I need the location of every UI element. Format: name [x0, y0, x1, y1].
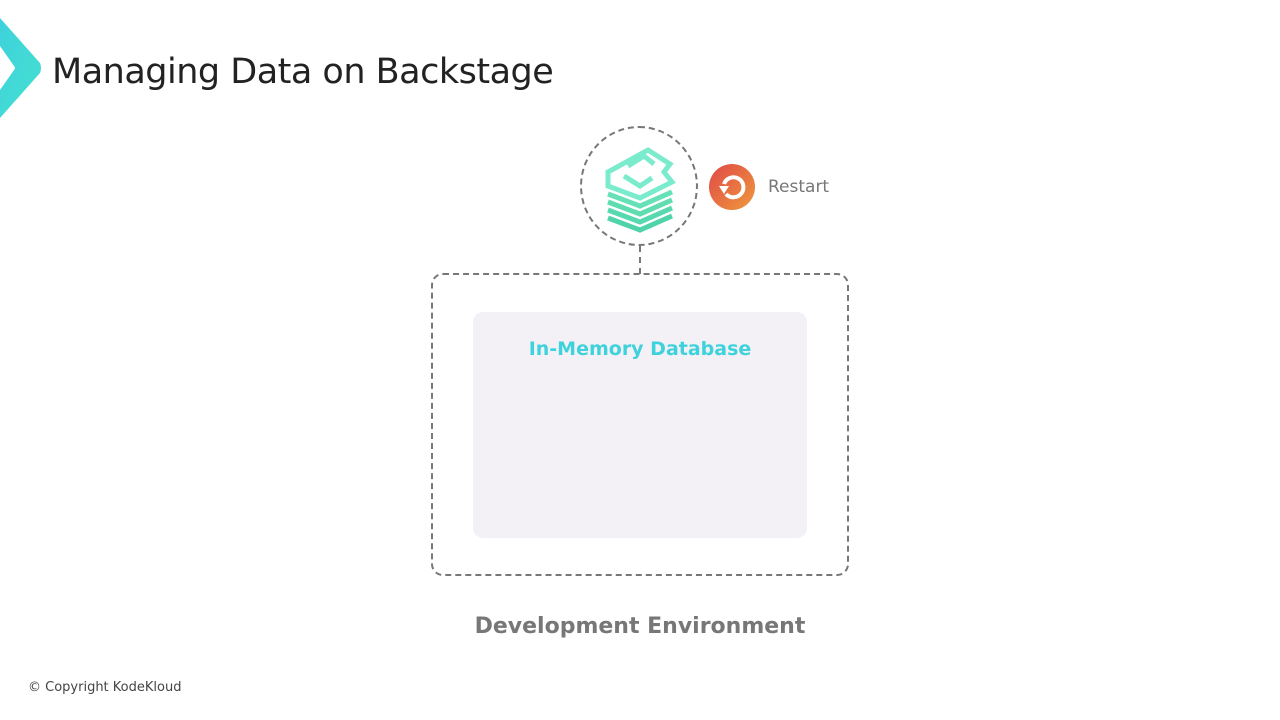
connector-line — [639, 246, 641, 274]
kodekloud-chevron-icon — [0, 18, 42, 122]
environment-label: Development Environment — [474, 614, 806, 639]
backstage-logo-icon — [600, 142, 680, 238]
restart-icon — [709, 164, 755, 210]
restart-label: Restart — [768, 177, 830, 197]
development-environment-box — [431, 273, 849, 576]
backstage-node — [580, 126, 698, 246]
database-label: In-Memory Database — [528, 338, 752, 360]
copyright: © Copyright KodeKloud — [28, 680, 182, 695]
in-memory-database-box: In-Memory Database — [473, 312, 807, 538]
page-title: Managing Data on Backstage — [52, 52, 554, 92]
